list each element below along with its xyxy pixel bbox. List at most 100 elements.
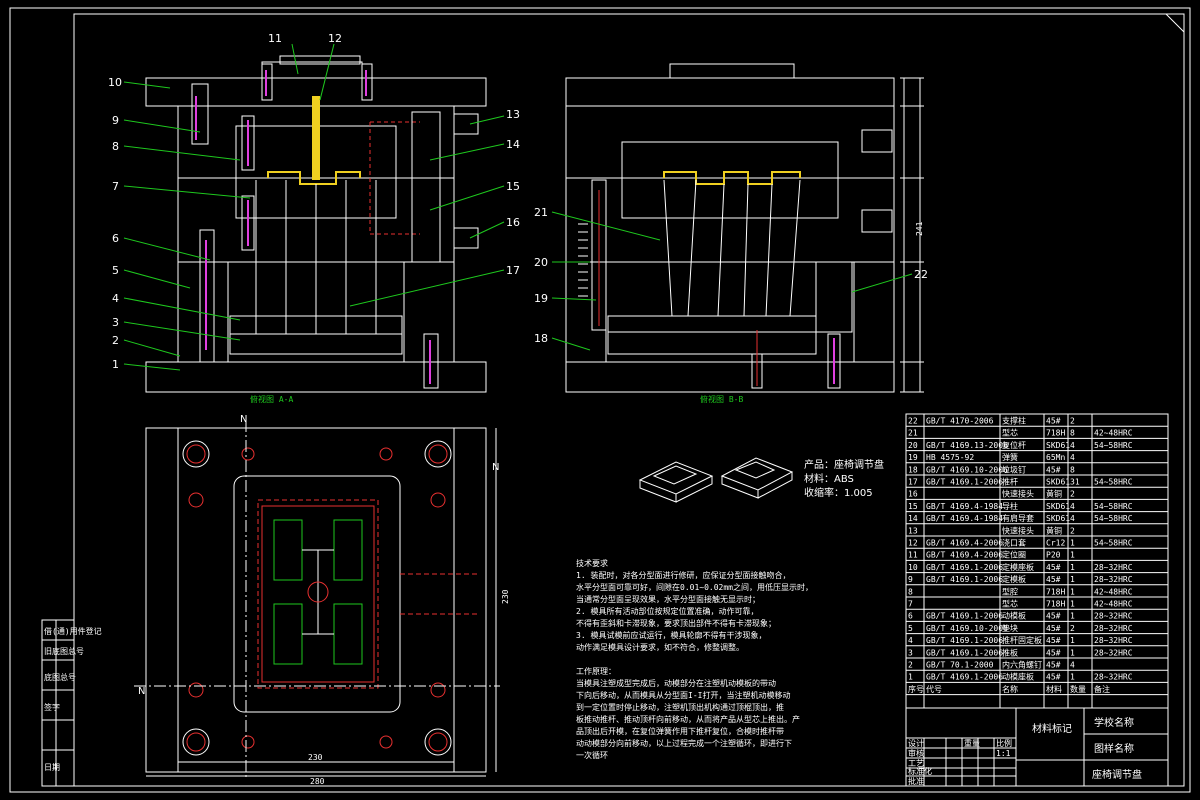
callout-21: 21: [534, 206, 548, 219]
tech-req-line-1: 1. 装配时，对各分型面进行修研，应保证分型面接触吻合，: [576, 570, 790, 580]
product-shrinkage: 收缩率：1.005: [804, 486, 873, 499]
bom-row-name: 内六角螺钉: [1002, 660, 1042, 670]
callout-1: 1: [112, 358, 119, 371]
work-line-2: 下向后移动，从而模具从分型面I-I打开，当注塑机动模移动: [576, 690, 790, 700]
bom-row-note: 54~58HRC: [1094, 441, 1133, 450]
bom-row-name: 动模座板: [1002, 672, 1034, 682]
dim-230-height: 230: [501, 589, 510, 604]
bom-row-note: 28~32HRC: [1094, 624, 1133, 633]
bom-row-note: 28~32HRC: [1094, 636, 1133, 645]
work-line-5: 品顶出后开模，在复位弹簧作用下推杆复位，合模时推杆带: [576, 726, 784, 736]
bom-row-mat: 45#: [1046, 465, 1061, 474]
callout-4: 4: [112, 292, 119, 305]
scale-value: 1:1: [996, 749, 1011, 758]
bom-row-note: 28~32HRC: [1094, 563, 1133, 572]
tech-req-line-5: 不得有歪斜和卡滞现象，要求顶出部件不得有卡滞现象；: [576, 618, 776, 628]
bom-row-note: 54~58HRC: [1094, 502, 1133, 511]
section-mark-top: N: [240, 414, 247, 425]
product-title: 座椅调节盘: [1092, 768, 1142, 781]
bom-row-qty: 8: [1070, 429, 1075, 438]
bom-row-mat: 718H: [1046, 600, 1065, 609]
callout-16: 16: [506, 216, 520, 229]
bom-row-mat: 45#: [1046, 648, 1061, 657]
drawing-border: [9, 7, 1191, 793]
bom-row-name: 垃圾钉: [1002, 464, 1026, 474]
bom-row-code: GB/T 4170-2006: [926, 417, 994, 426]
bom-row-qty: 1: [1070, 563, 1075, 572]
bom-row-note: 42~48HRC: [1094, 429, 1133, 438]
tech-req-line-2: 水平分型面可靠可好，间隙在0.01~0.02mm之间，用低压显示时，: [576, 582, 813, 592]
bom-header-name: 名称: [1002, 684, 1018, 694]
bom-row-mat: 45#: [1046, 661, 1061, 670]
bom-row-no: 6: [908, 612, 913, 621]
bom-row-qty: 8: [1070, 465, 1075, 474]
section-label-a: 俯视图 A-A: [250, 394, 293, 404]
label-process: 工艺: [908, 759, 924, 768]
side-label-2: 旧底图总号: [44, 646, 84, 656]
side-section-view: 241 俯视图 B-B: [565, 63, 924, 404]
bom-row-mat: Cr12: [1046, 539, 1065, 548]
front-callouts: [123, 43, 505, 371]
bom-row-note: 28~32HRC: [1094, 673, 1133, 682]
bom-row-mat: 黄铜: [1046, 489, 1062, 499]
bom-header-mat: 材料: [1046, 684, 1062, 694]
bom-row-code: GB/T 4169.1-2006: [926, 648, 1003, 657]
technical-requirements: 技术要求 1. 装配时，对各分型面进行修研，应保证分型面接触吻合， 水平分型面可…: [576, 558, 813, 652]
callout-10: 10: [108, 76, 122, 89]
bom-row-mat: 718H: [1046, 429, 1065, 438]
section-label-b: 俯视图 B-B: [700, 394, 743, 404]
bom-row-no: 5: [908, 624, 913, 633]
bom-row-no: 17: [908, 478, 918, 487]
callout-7: 7: [112, 180, 119, 193]
bom-row-code: GB/T 4169.10-2006: [926, 465, 1008, 474]
callout-11: 11: [268, 32, 282, 45]
label-weight: 重量: [964, 738, 980, 748]
bom-row-mat: 45#: [1046, 624, 1061, 633]
front-callout-labels: 11 12 10 9 8 7 6 5 4 3 2 1 13 14 15 16 1…: [108, 32, 520, 371]
bom-row-name: 支撑柱: [1002, 416, 1026, 426]
bom-row-mat: SKD61: [1046, 441, 1070, 450]
bom-row-mat: 45#: [1046, 636, 1061, 645]
label-design: 设计: [908, 738, 924, 748]
callout-14: 14: [506, 138, 520, 151]
bom-row-name: 型腔: [1002, 586, 1018, 596]
bom-header-note: 备注: [1094, 684, 1110, 694]
side-label-4: 签字: [44, 702, 60, 712]
tech-req-line-3: 当通常分型面呈现效果，水平分型面接触无显示时；: [576, 594, 760, 604]
bom-row-qty: 1: [1070, 587, 1075, 596]
bom-row-no: 7: [908, 600, 913, 609]
bom-row-code: GB/T 4169.1-2006: [926, 575, 1003, 584]
bom-row-code: GB/T 4169.4-2006: [926, 551, 1003, 560]
bom-row-qty: 2: [1070, 526, 1075, 535]
side-label-3: 底图总号: [44, 672, 76, 682]
bom-row-name: 垫块: [1002, 623, 1018, 633]
bom-row-no: 2: [908, 661, 913, 670]
callout-6: 6: [112, 232, 119, 245]
bom-row-no: 10: [908, 563, 918, 572]
section-mark-right: N: [492, 462, 499, 473]
bom-row-code: GB/T 4169.1-2006: [926, 478, 1003, 487]
work-line-4: 板推动推杆、推动顶杆向前移动，从而将产品从型芯上推出。产: [576, 714, 800, 724]
bom-row-name: 定位圈: [1002, 550, 1026, 560]
bom-row-no: 4: [908, 636, 913, 645]
bom-row-note: 54~58HRC: [1094, 514, 1133, 523]
bom-row-note: 42~48HRC: [1094, 587, 1133, 596]
bom-row-no: 8: [908, 587, 913, 596]
bom-row-mat: SKD61: [1046, 478, 1070, 487]
callout-13: 13: [506, 108, 520, 121]
dim-230-width: 230: [308, 753, 323, 762]
dim-total-height: 241: [915, 221, 924, 236]
work-title: 工作原理：: [576, 666, 616, 676]
bom-row-note: 28~32HRC: [1094, 648, 1133, 657]
product-info: 产品：座椅调节盘 材料：ABS 收缩率：1.005: [804, 458, 884, 499]
bom-row-name: 复位杆: [1002, 440, 1026, 450]
bom-row-name: 有肩导套: [1002, 513, 1034, 523]
bom-row-qty: 2: [1070, 417, 1075, 426]
material-mark: 材料标记: [1032, 722, 1072, 735]
bom-row-mat: SKD61: [1046, 514, 1070, 523]
plan-view: 230 280 230 N N N: [134, 414, 510, 786]
work-line-6: 动动模部分向前移动，以上过程完成一个注塑循环，即进行下: [576, 738, 792, 748]
bom-row-mat: 45#: [1046, 563, 1061, 572]
bom-row-note: 54~58HRC: [1094, 478, 1133, 487]
bom-row-qty: 4: [1070, 514, 1075, 523]
